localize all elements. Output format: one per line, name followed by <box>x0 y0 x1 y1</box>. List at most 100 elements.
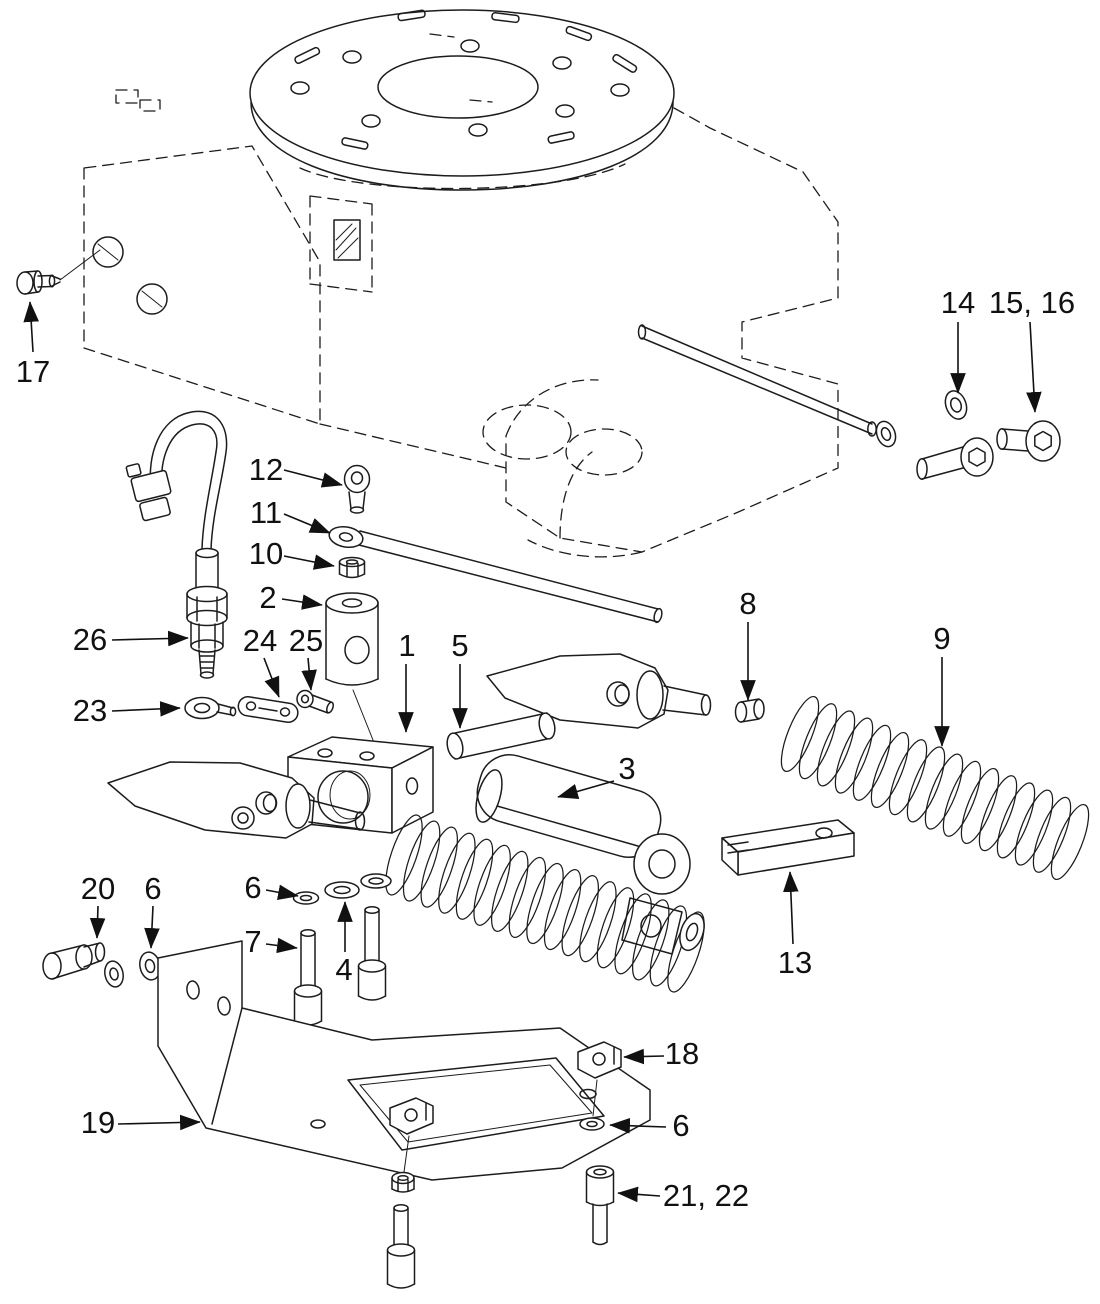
spring-coil <box>978 775 1018 852</box>
nut-top <box>391 1171 415 1185</box>
spring-end-washer <box>679 912 705 952</box>
bolt-hex-socket <box>968 447 986 467</box>
part-23-ring <box>184 696 237 720</box>
callout-label-21-22: 21, 22 <box>663 1178 749 1213</box>
bushing-stub-end <box>94 942 106 962</box>
plate-hole-1 <box>579 1088 597 1100</box>
bolt2-head-sides <box>357 965 387 997</box>
clip1-axis <box>592 1079 598 1117</box>
motor-boss-hole <box>648 849 676 879</box>
callout-label-6b: 6 <box>244 870 261 905</box>
part-15-bolt <box>996 420 1061 462</box>
link-hole-1 <box>245 701 257 711</box>
spring-coil <box>924 753 964 830</box>
ring-outer <box>184 696 220 720</box>
flange-hole-2 <box>217 996 231 1016</box>
screw-head-side <box>24 270 39 295</box>
spring-coil <box>852 724 892 801</box>
spring-coil <box>455 838 494 920</box>
callout-label-20: 20 <box>81 871 115 906</box>
boltB-shaft-top <box>393 1204 409 1212</box>
spring-coil <box>1014 789 1054 866</box>
part-25-screw <box>296 689 334 714</box>
part-7-bolts <box>293 906 387 1026</box>
callout-label-8: 8 <box>739 586 756 621</box>
spring-coil <box>1050 803 1090 881</box>
disc-slot <box>612 53 638 73</box>
spring-coil <box>960 767 1000 845</box>
bolt-shank <box>1001 428 1029 452</box>
bracket-outline <box>157 940 651 1181</box>
screw-shank <box>308 694 332 714</box>
spring-coil <box>1032 796 1072 873</box>
washer-inner <box>586 1120 598 1128</box>
lever-bar <box>358 530 659 623</box>
bushing-step <box>75 944 93 970</box>
ring-inner <box>193 702 211 714</box>
spring-coil <box>402 820 441 902</box>
part-9-spring <box>780 695 1090 881</box>
washer2-inner <box>144 958 156 974</box>
mount-hole-ticks <box>97 243 163 308</box>
bar-left <box>721 837 739 876</box>
callout-leader-20 <box>89 905 106 939</box>
part-12-screw <box>343 464 371 514</box>
clip2-axis <box>403 1135 410 1173</box>
motor-left-end <box>475 769 503 823</box>
callout-leader-7 <box>265 937 298 954</box>
screw-head <box>343 464 371 494</box>
bracket-cutout-outer <box>347 1057 605 1151</box>
arm-stub <box>662 685 707 716</box>
spring-coil <box>631 899 670 981</box>
boltA-head-top <box>585 1165 615 1179</box>
bolt1-head-top <box>293 984 323 998</box>
bolt-shank <box>921 446 964 480</box>
lever-end <box>653 607 663 624</box>
arm-stub-end <box>700 694 712 716</box>
motor-body <box>476 754 662 858</box>
callout-leader-25 <box>301 657 317 691</box>
arm-hole-inner <box>262 793 278 813</box>
screw-end <box>326 701 334 714</box>
bolt2-head-bottom <box>357 995 387 1001</box>
pin-end-left <box>734 701 748 723</box>
connector-body <box>130 469 172 503</box>
disc-slot <box>565 25 593 42</box>
cylinder-cross-hole <box>344 635 370 665</box>
ring-stem <box>216 703 234 716</box>
bolt1-shaft-top <box>300 929 316 937</box>
callout-layer: 17 14 15, 16 12 11 10 2 26 24 25 23 1 5 … <box>16 285 1075 1213</box>
cable-inner <box>160 423 218 550</box>
pin-end-right <box>538 712 556 740</box>
clevis <box>621 897 683 955</box>
nut-top <box>338 556 366 568</box>
disc-slot <box>341 137 369 150</box>
block-bore <box>317 770 369 824</box>
sensor-thread-body <box>198 649 216 675</box>
sensor-hex2-bottom <box>190 639 224 653</box>
connector-plug <box>139 496 171 522</box>
clip2-body <box>389 1097 434 1135</box>
callout-leader-2 <box>281 594 323 610</box>
screw-shank <box>37 274 53 288</box>
disc-holes <box>290 39 630 137</box>
washer-inner <box>949 397 963 413</box>
spring-coil <box>438 832 476 914</box>
bolt2-shaft-top <box>364 906 380 914</box>
screw-tip <box>48 274 56 288</box>
boltA-socket <box>593 1168 607 1176</box>
bracket-fold <box>211 1007 243 1125</box>
bar-hole <box>815 827 833 839</box>
callout-leader-13 <box>783 871 799 945</box>
housing-right-body <box>505 107 839 553</box>
boltB-head-top <box>386 1243 416 1257</box>
disc-slot <box>491 12 520 24</box>
washer1-outer <box>324 881 360 899</box>
link-slot <box>258 707 278 712</box>
disc-slots <box>294 9 638 150</box>
disc-hole <box>468 123 488 137</box>
arm-boss <box>231 806 255 830</box>
key-hatch <box>335 223 359 259</box>
